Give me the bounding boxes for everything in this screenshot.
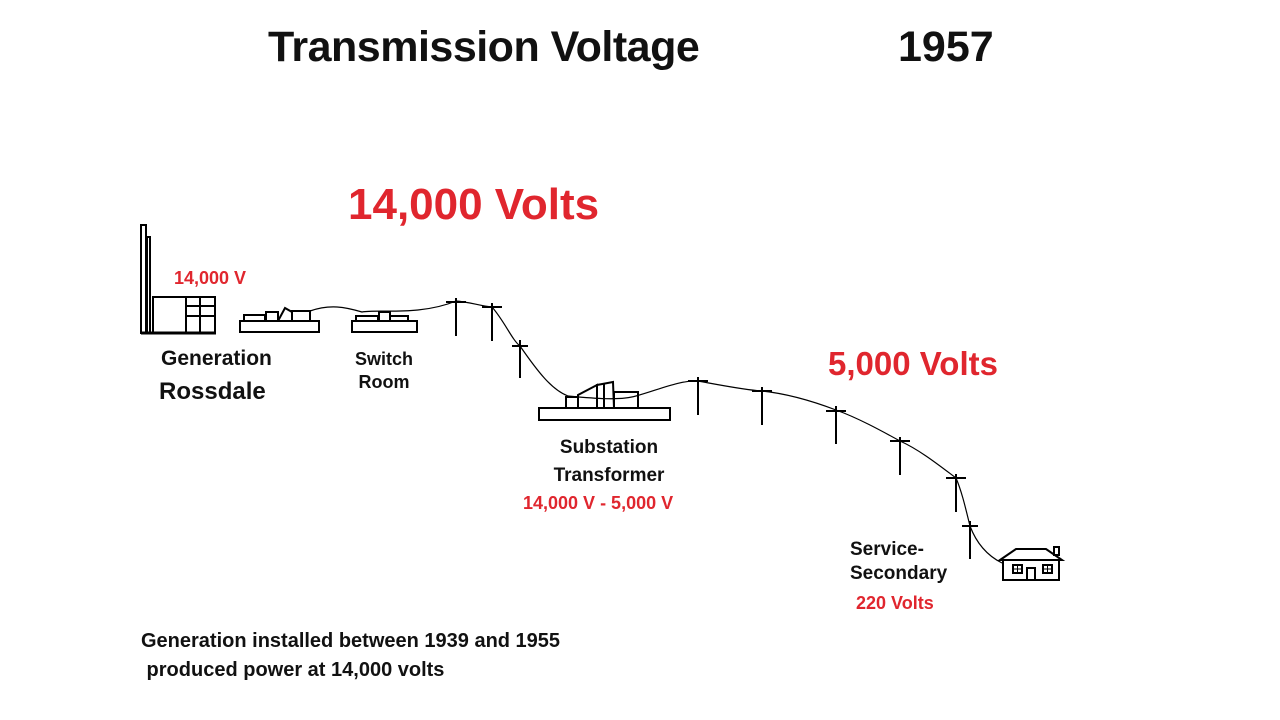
switch-room-icon xyxy=(351,311,418,333)
pole-icon xyxy=(688,377,708,415)
service-label: Service-Secondary xyxy=(850,539,948,584)
generation-place: Rossdale xyxy=(159,378,266,405)
substation-voltage-range: 14,000 V - 5,000 V xyxy=(523,493,674,513)
year-label: 1957 xyxy=(898,23,994,71)
substation-transformer-icon xyxy=(538,380,671,421)
footnote: Generation installed between 1939 and 19… xyxy=(141,630,561,681)
house-icon xyxy=(996,546,1066,581)
transmission-voltage-label: 14,000 Volts xyxy=(348,180,600,229)
pole-icon xyxy=(482,303,502,341)
pole-icon xyxy=(890,437,910,475)
pole-icon xyxy=(826,406,846,444)
pole-icon xyxy=(512,340,528,378)
power-plant-icon xyxy=(140,224,216,335)
pole-icon xyxy=(962,521,978,559)
generation-voltage: 14,000 V xyxy=(174,268,247,288)
generation-label: Generation xyxy=(161,347,272,370)
pole-icon xyxy=(446,298,466,336)
pole-icon xyxy=(946,474,966,512)
power-line xyxy=(309,300,1003,564)
page-title: Transmission Voltage xyxy=(268,23,700,71)
service-voltage: 220 Volts xyxy=(856,593,934,613)
pole-icon xyxy=(752,387,772,425)
utility-poles xyxy=(446,298,978,559)
generation-switchgear-icon xyxy=(239,306,320,333)
distribution-voltage-label: 5,000 Volts xyxy=(828,345,998,382)
